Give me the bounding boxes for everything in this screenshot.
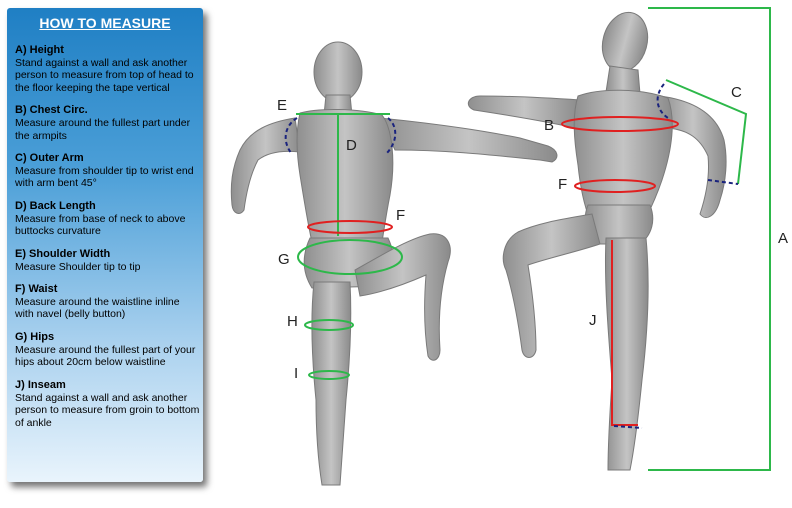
back-measure-lines bbox=[284, 113, 403, 380]
label-front-b: B bbox=[544, 117, 554, 134]
front-leg-left bbox=[502, 213, 601, 358]
item-chest: B) Chest Circ. Measure around the fulles… bbox=[15, 104, 201, 142]
item-height: A) Height Stand against a wall and ask a… bbox=[15, 44, 201, 94]
front-armhole bbox=[656, 83, 669, 119]
label-front-j: J bbox=[589, 312, 597, 329]
item-shoulder-width: E) Shoulder Width Measure Shoulder tip t… bbox=[15, 248, 201, 273]
item-desc: Measure from shoulder tip to wrist end w… bbox=[15, 165, 194, 190]
item-title: C) Outer Arm bbox=[15, 152, 84, 165]
item-title: F) Waist bbox=[15, 283, 58, 296]
label-back-e: E bbox=[277, 97, 287, 114]
back-head bbox=[313, 41, 363, 103]
item-desc: Stand against a wall and ask another per… bbox=[15, 391, 200, 429]
label-back-g: G bbox=[278, 251, 290, 268]
back-leg-left bbox=[311, 281, 352, 486]
item-title: B) Chest Circ. bbox=[15, 104, 88, 117]
outer-arm-line bbox=[665, 79, 748, 185]
item-hips: G) Hips Measure around the fullest part … bbox=[15, 331, 201, 369]
front-waist-ring bbox=[574, 179, 656, 193]
item-desc: Stand against a wall and ask another per… bbox=[15, 57, 194, 94]
item-back-length: D) Back Length Measure from base of neck… bbox=[15, 200, 201, 238]
back-leg-right bbox=[354, 233, 451, 361]
item-outer-arm: C) Outer Arm Measure from shoulder tip t… bbox=[15, 152, 201, 190]
front-ankle bbox=[613, 425, 643, 429]
item-waist: F) Waist Measure around the waistline in… bbox=[15, 283, 201, 321]
front-head bbox=[601, 11, 649, 73]
back-knee-ring bbox=[308, 370, 350, 380]
measure-guide-panel: HOW TO MEASURE A) Height Stand against a… bbox=[7, 8, 203, 482]
item-inseam: J) Inseam Stand against a wall and ask a… bbox=[15, 379, 201, 429]
front-leg-right bbox=[604, 237, 649, 471]
back-armhole-right bbox=[385, 117, 397, 155]
front-figure bbox=[467, 11, 727, 471]
item-desc: Measure Shoulder tip to tip bbox=[15, 260, 141, 273]
item-desc: Measure around the fullest part under th… bbox=[15, 117, 191, 142]
label-back-i: I bbox=[294, 365, 298, 382]
back-arm-left bbox=[230, 117, 301, 214]
item-desc: Measure from base of neck to above butto… bbox=[15, 212, 186, 238]
back-thigh-ring bbox=[304, 319, 354, 331]
item-desc: Measure around the waistline inline with… bbox=[15, 296, 180, 321]
front-chest-ring bbox=[561, 116, 679, 132]
label-back-d: D bbox=[346, 137, 357, 154]
front-arm-left bbox=[467, 95, 581, 129]
height-bracket bbox=[648, 7, 771, 471]
panel-title: HOW TO MEASURE bbox=[39, 15, 171, 31]
label-front-c: C bbox=[731, 84, 742, 101]
item-title: G) Hips bbox=[15, 330, 55, 343]
item-title: E) Shoulder Width bbox=[15, 247, 111, 260]
item-title: J) Inseam bbox=[15, 378, 66, 391]
back-armhole-left bbox=[284, 117, 298, 155]
front-wrist bbox=[707, 179, 739, 185]
back-waist-ring bbox=[307, 220, 393, 234]
back-arm-right bbox=[379, 117, 558, 163]
front-torso bbox=[573, 89, 673, 221]
item-desc: Measure around the fullest part of your … bbox=[15, 343, 196, 369]
item-title: A) Height bbox=[15, 44, 64, 56]
label-back-h: H bbox=[287, 313, 298, 330]
back-figure bbox=[230, 41, 558, 486]
inseam-line bbox=[611, 240, 638, 426]
measure-items-list: A) Height Stand against a wall and ask a… bbox=[15, 44, 201, 439]
label-back-f: F bbox=[396, 207, 405, 224]
label-front-f: F bbox=[558, 176, 567, 193]
label-front-a: A bbox=[778, 230, 788, 247]
item-title: D) Back Length bbox=[15, 199, 96, 212]
back-hips-ring bbox=[297, 239, 403, 275]
front-measure-lines bbox=[561, 7, 771, 471]
back-torso bbox=[296, 109, 394, 243]
